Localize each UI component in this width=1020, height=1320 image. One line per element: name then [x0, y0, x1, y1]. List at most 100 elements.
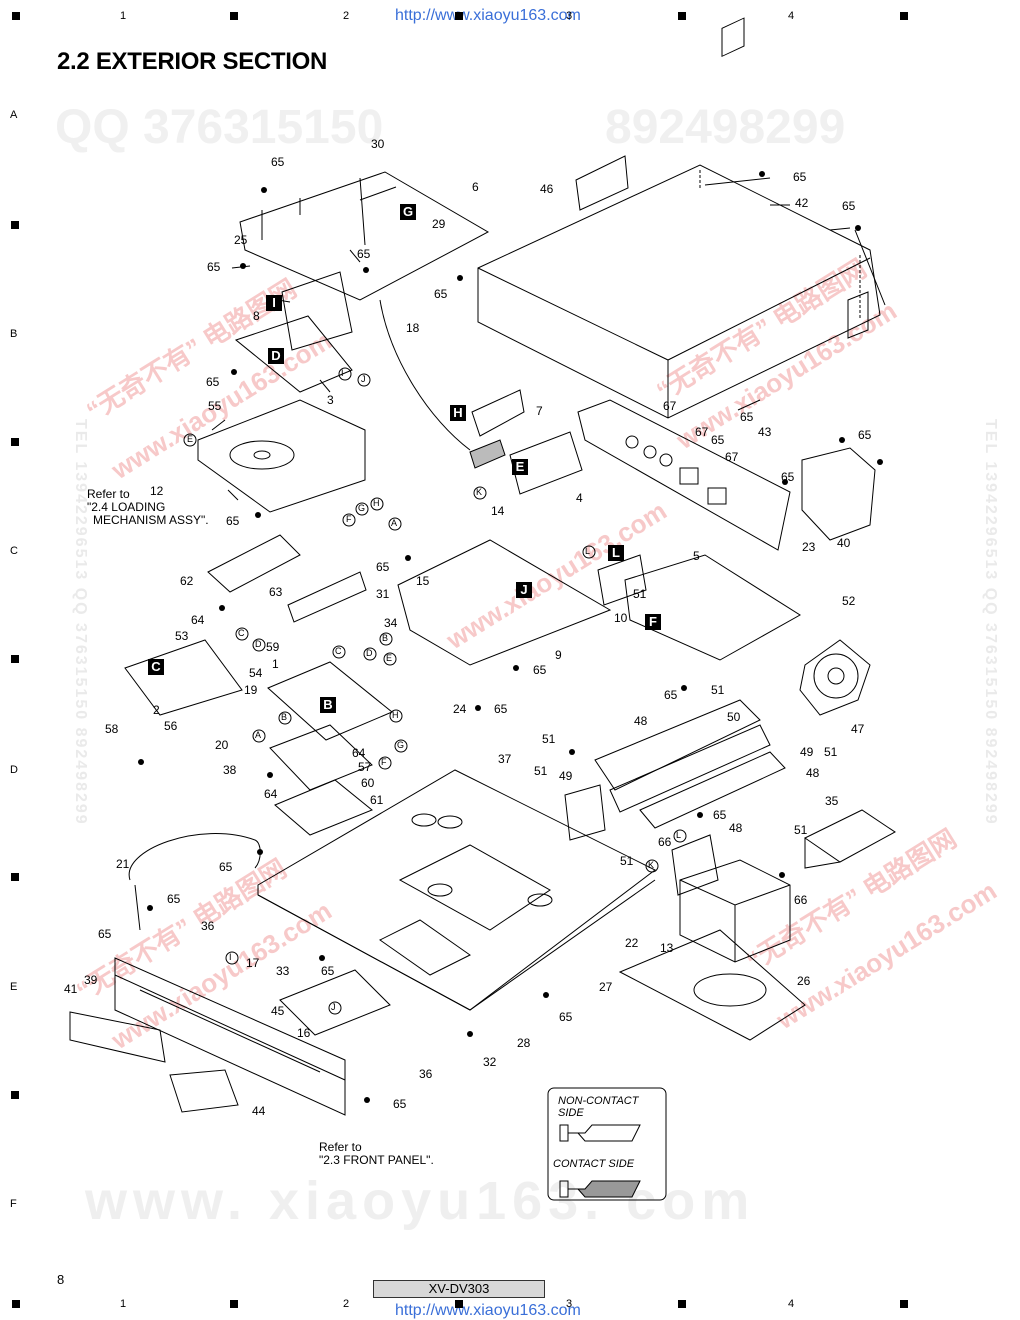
part-number: 65 [321, 964, 335, 978]
part-number: 16 [297, 1026, 311, 1040]
chassis [257, 769, 656, 1011]
heatsink-50 [609, 724, 771, 813]
part-number: 64 [264, 787, 278, 801]
part-number: 51 [794, 823, 808, 837]
shield-60 [269, 724, 373, 791]
frame-mark [11, 1091, 19, 1099]
frame-mark [678, 1300, 686, 1308]
frame-mark [678, 12, 686, 20]
col-label-3: 3 [566, 1298, 573, 1310]
part-number: 65 [357, 247, 371, 261]
part-number: 63 [269, 585, 283, 599]
board-label-j: J [516, 582, 532, 598]
board-label-l: L [608, 545, 624, 561]
callout-b: B [281, 712, 288, 722]
part-number: 51 [633, 587, 647, 601]
callout-f: F [346, 514, 352, 524]
callout-d: D [255, 639, 262, 649]
part-number: 55 [208, 399, 222, 413]
row-label-f: F [10, 1198, 17, 1210]
part-number: 1 [272, 657, 279, 671]
part-number: 65 [713, 808, 727, 822]
part-number: 57 [358, 760, 372, 774]
page-number: 8 [57, 1272, 65, 1287]
legend-contact: CONTACT SIDE [553, 1158, 635, 1170]
part-number: 23 [802, 540, 816, 554]
part-number: 64 [191, 613, 205, 627]
part-number: 65 [393, 1097, 407, 1111]
part-number: 50 [727, 710, 741, 724]
part-number: 60 [361, 776, 375, 790]
part-number: 66 [794, 893, 808, 907]
url-bottom[interactable]: http://www.xiaoyu163.com [395, 1302, 581, 1319]
part-number: 49 [559, 769, 573, 783]
callout-a: A [255, 730, 262, 740]
part-number: 39 [84, 973, 98, 987]
callout-g: G [397, 740, 405, 750]
frame-mark [11, 873, 19, 881]
frame-mark [230, 1300, 238, 1308]
vent-grill [721, 17, 745, 58]
part-number: 30 [371, 137, 385, 151]
sheet-44 [169, 1069, 239, 1113]
col-label-1: 1 [120, 1298, 127, 1310]
part-number: 21 [116, 857, 130, 871]
part-number: 7 [536, 404, 543, 418]
note-line: Refer to [319, 1140, 362, 1154]
part-number: 36 [201, 919, 215, 933]
part-number: 59 [266, 640, 280, 654]
part-number: 34 [384, 616, 398, 630]
part-number: 32 [483, 1055, 497, 1069]
part-number: 22 [625, 936, 639, 950]
part-number: 29 [432, 217, 446, 231]
part-number: 45 [271, 1004, 285, 1018]
row-label-e: E [10, 981, 18, 993]
row-label-c: C [10, 545, 18, 557]
board-h [471, 389, 525, 437]
part-number: 53 [175, 629, 189, 643]
insulation-35 [804, 809, 896, 863]
transformer [679, 859, 791, 963]
callout-l: L [585, 546, 591, 556]
part-number: 65 [226, 514, 240, 528]
url-top[interactable]: http://www.xiaoyu163.com [395, 7, 581, 24]
col-label-2: 2 [343, 1298, 350, 1310]
note-line: Refer to [87, 487, 130, 501]
part-number: 24 [453, 702, 467, 716]
board-d [234, 315, 353, 393]
label-sticker [575, 155, 629, 211]
frame-mark [11, 221, 19, 229]
frame-mark [230, 12, 238, 20]
row-label-d: D [10, 764, 18, 776]
part-number: 48 [634, 714, 648, 728]
board-c [124, 639, 243, 716]
bracket-4 [509, 431, 583, 495]
bottom-plate [618, 929, 806, 1041]
board-label-c: C [148, 659, 164, 675]
part-number: 27 [599, 980, 613, 994]
note-line: "2.4 LOADING [87, 500, 166, 514]
callout-k: K [648, 860, 655, 870]
part-number: 67 [725, 450, 739, 464]
part-number: 4 [576, 491, 583, 505]
part-number: 67 [663, 399, 677, 413]
front-panel [114, 957, 346, 1116]
front-bar-41 [69, 1011, 166, 1063]
frame-mark [900, 1300, 908, 1308]
note-front-panel: Refer to "2.3 FRONT PANEL". [319, 1141, 434, 1167]
frame-mark [900, 12, 908, 20]
callout-g: G [358, 503, 366, 513]
legend-non-contact-line1: NON-CONTACT [558, 1095, 639, 1107]
part-number: 49 [800, 745, 814, 759]
frame-mark [455, 12, 463, 20]
part-number: 65 [664, 688, 678, 702]
part-number: 65 [559, 1010, 573, 1024]
col-label-3: 3 [566, 10, 573, 22]
callout-i: I [341, 368, 344, 378]
board-j [397, 539, 612, 666]
part-number: 41 [64, 982, 78, 996]
part-number: 3 [327, 393, 334, 407]
part-number: 65 [206, 375, 220, 389]
part-number: 18 [406, 321, 420, 335]
part-number: 65 [376, 560, 390, 574]
